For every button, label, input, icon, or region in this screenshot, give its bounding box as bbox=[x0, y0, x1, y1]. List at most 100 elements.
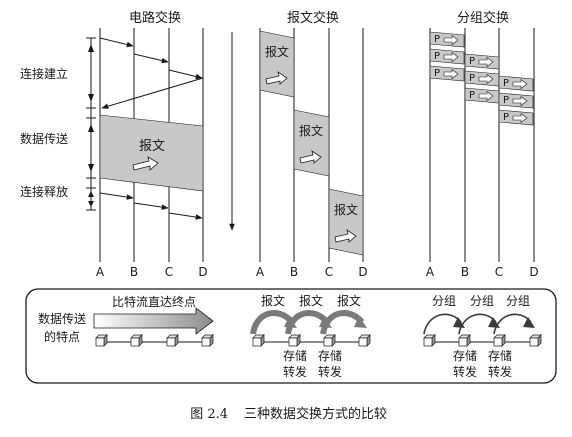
phase-bracket bbox=[86, 37, 96, 211]
message-switching-panel: 报文交换 报文 报文 报文 A B C D bbox=[256, 10, 368, 279]
message-block-bc: 报文 bbox=[293, 109, 330, 177]
setup-arrow-cd bbox=[168, 69, 203, 80]
circuit-message-arrow-icon bbox=[132, 156, 159, 171]
message-label-3: 报文 bbox=[334, 202, 358, 217]
setup-arrow-bc bbox=[133, 53, 169, 64]
message-hop-arrowhead-icon bbox=[354, 316, 367, 328]
packet-arrow-icon bbox=[443, 34, 459, 46]
figure-number: 图 2.4 bbox=[190, 407, 228, 422]
node-cube-icon bbox=[493, 334, 506, 347]
forward-label-4: 转发 bbox=[488, 364, 512, 379]
node-cube-icon bbox=[201, 334, 214, 347]
packet-arrow-icon bbox=[478, 73, 494, 85]
packet-block: P bbox=[429, 48, 465, 65]
node-cube-icon bbox=[252, 334, 265, 347]
packet-label: P bbox=[469, 73, 475, 84]
packet-arrow-icon bbox=[512, 78, 528, 90]
message-hop-label-1: 报文 bbox=[261, 293, 285, 308]
packet-block: P bbox=[498, 92, 534, 109]
message-hop-label-2: 报文 bbox=[299, 293, 323, 308]
forward-label-2: 转发 bbox=[318, 364, 342, 379]
packet-block: P bbox=[498, 109, 534, 126]
message-hop-arc-icon bbox=[320, 310, 365, 335]
packet-block: P bbox=[464, 87, 500, 104]
circuit-switching-title: 电路交换 bbox=[129, 10, 181, 26]
node-cube-icon bbox=[130, 334, 143, 347]
store-label-2: 存储 bbox=[318, 348, 342, 363]
packet-label: P bbox=[434, 51, 440, 62]
forward-label-1: 转发 bbox=[283, 364, 307, 379]
message-arrow-icon bbox=[334, 229, 357, 243]
node-label-c: C bbox=[165, 265, 173, 279]
packet-node-cubes bbox=[423, 334, 542, 347]
message-block-cd: 报文 bbox=[328, 188, 364, 256]
message-node-cubes bbox=[252, 334, 371, 347]
message-hop-label-3: 报文 bbox=[337, 293, 361, 308]
node-cube-icon bbox=[423, 334, 436, 347]
packet-switching-title: 分组交换 bbox=[457, 10, 509, 26]
message-arrow-icon bbox=[299, 150, 322, 164]
packet-arrow-icon bbox=[443, 51, 459, 63]
packet-block: P bbox=[498, 75, 534, 92]
packet-block: P bbox=[464, 53, 500, 70]
store-label-4: 存储 bbox=[488, 348, 512, 363]
node-label-d: D bbox=[198, 265, 207, 279]
release-arrow-cd bbox=[168, 212, 203, 220]
packet-hop-label-2: 分组 bbox=[470, 294, 494, 308]
packet-block: P bbox=[429, 31, 465, 48]
packet-arrow-icon bbox=[512, 95, 528, 107]
forward-label-3: 转发 bbox=[453, 364, 477, 379]
circuit-data-band bbox=[99, 114, 204, 192]
message-switching-title: 报文交换 bbox=[287, 10, 339, 26]
packet-hop-arrowhead-icon bbox=[523, 317, 535, 328]
circuit-message-label: 报文 bbox=[139, 139, 165, 154]
packet-block: P bbox=[464, 70, 500, 87]
node-cube-icon bbox=[166, 334, 179, 347]
packet-label: P bbox=[469, 56, 475, 67]
bitstream-arrow-icon bbox=[93, 307, 214, 335]
figure-caption-text: 三种数据交换方式的比较 bbox=[244, 406, 387, 422]
packet-label: P bbox=[434, 34, 440, 45]
node-label-a: A bbox=[426, 265, 435, 279]
node-cube-icon bbox=[288, 334, 301, 347]
node-cube-icon bbox=[95, 334, 108, 347]
message-label-2: 报文 bbox=[299, 123, 323, 138]
packet-label: P bbox=[503, 78, 509, 89]
node-label-d: D bbox=[529, 265, 538, 279]
node-label-b: B bbox=[461, 265, 469, 279]
packet-label: P bbox=[503, 112, 509, 123]
setup-arrow-ab bbox=[99, 37, 134, 48]
characteristics-heading-line2: 的特点 bbox=[44, 329, 80, 344]
phase-connection-setup: 连接建立 bbox=[20, 66, 68, 81]
node-cube-icon bbox=[529, 334, 542, 347]
packet-hop-label-3: 分组 bbox=[506, 294, 530, 308]
figure-caption: 图 2.4 三种数据交换方式的比较 bbox=[190, 406, 387, 422]
circuit-node-cubes bbox=[95, 334, 214, 347]
message-hop-arc-icon bbox=[250, 310, 295, 335]
node-cube-icon bbox=[358, 334, 371, 347]
phase-connection-release: 连接释放 bbox=[20, 184, 68, 199]
packet-hop-label-1: 分组 bbox=[432, 294, 456, 308]
packet-arrow-icon bbox=[443, 68, 459, 80]
circuit-switching-panel: 电路交换 连接建立 数据传送 连接释放 bbox=[20, 10, 235, 279]
packet-label: P bbox=[503, 95, 509, 106]
node-cube-icon bbox=[323, 334, 336, 347]
packet-arrow-icon bbox=[512, 112, 528, 124]
node-label-a: A bbox=[256, 265, 265, 279]
node-cube-icon bbox=[458, 334, 471, 347]
message-arrow-icon bbox=[265, 71, 288, 85]
packet-label: P bbox=[469, 90, 475, 101]
phase-data-transfer: 数据传送 bbox=[20, 131, 68, 146]
message-block-ab: 报文 bbox=[259, 30, 295, 98]
store-label-1: 存储 bbox=[283, 348, 307, 363]
message-hop-arc-icon bbox=[285, 310, 330, 335]
packet-block: P bbox=[429, 65, 465, 82]
node-label-c: C bbox=[495, 265, 503, 279]
node-label-a: A bbox=[96, 265, 105, 279]
store-label-3: 存储 bbox=[453, 348, 477, 363]
ack-arrow-da bbox=[101, 77, 204, 109]
node-label-b: B bbox=[290, 265, 298, 279]
